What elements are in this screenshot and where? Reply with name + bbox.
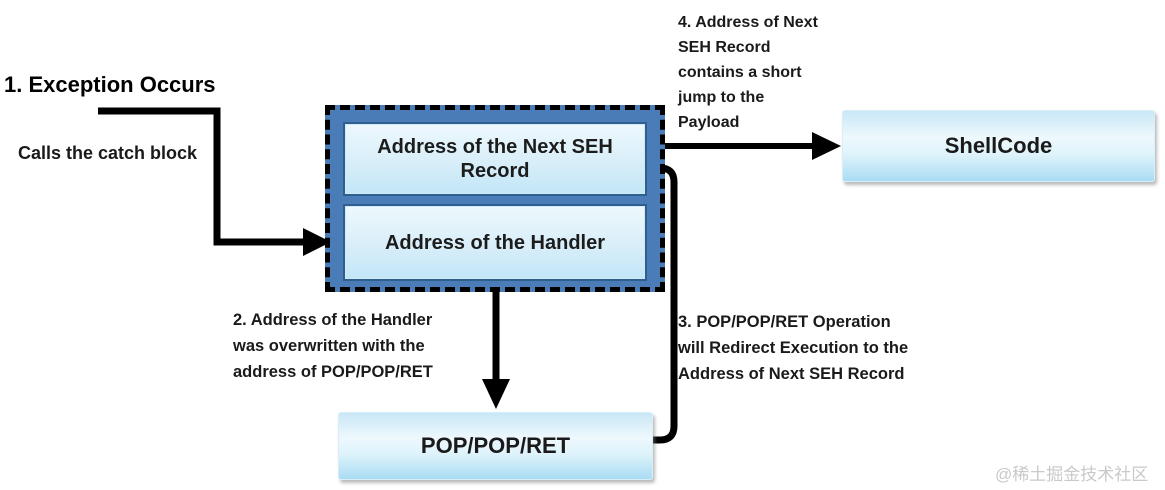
note-step4: 4. Address of Next SEH Record contains a… xyxy=(678,14,818,131)
seh-record-frame: Address of the Next SEH Record Address o… xyxy=(325,105,665,292)
next-seh-record-box: Address of the Next SEH Record xyxy=(343,122,647,196)
arrow-exception-to-seh-frame xyxy=(98,107,331,256)
arrow-handler-to-popret xyxy=(482,291,510,409)
step1-title: 1. Exception Occurs xyxy=(4,72,216,97)
arrow-seh-to-shellcode xyxy=(656,132,841,160)
note-step3: 3. POP/POP/RET Operation will Redirect E… xyxy=(678,313,909,383)
shellcode-box: ShellCode xyxy=(842,110,1155,182)
pop-pop-ret-box: POP/POP/RET xyxy=(338,412,653,480)
step1-caption: Calls the catch block xyxy=(18,143,198,163)
note-step2: 2. Address of the Handler was overwritte… xyxy=(233,311,433,381)
handler-box: Address of the Handler xyxy=(343,204,647,281)
watermark-text: @稀土掘金技术社区 xyxy=(995,465,1149,484)
